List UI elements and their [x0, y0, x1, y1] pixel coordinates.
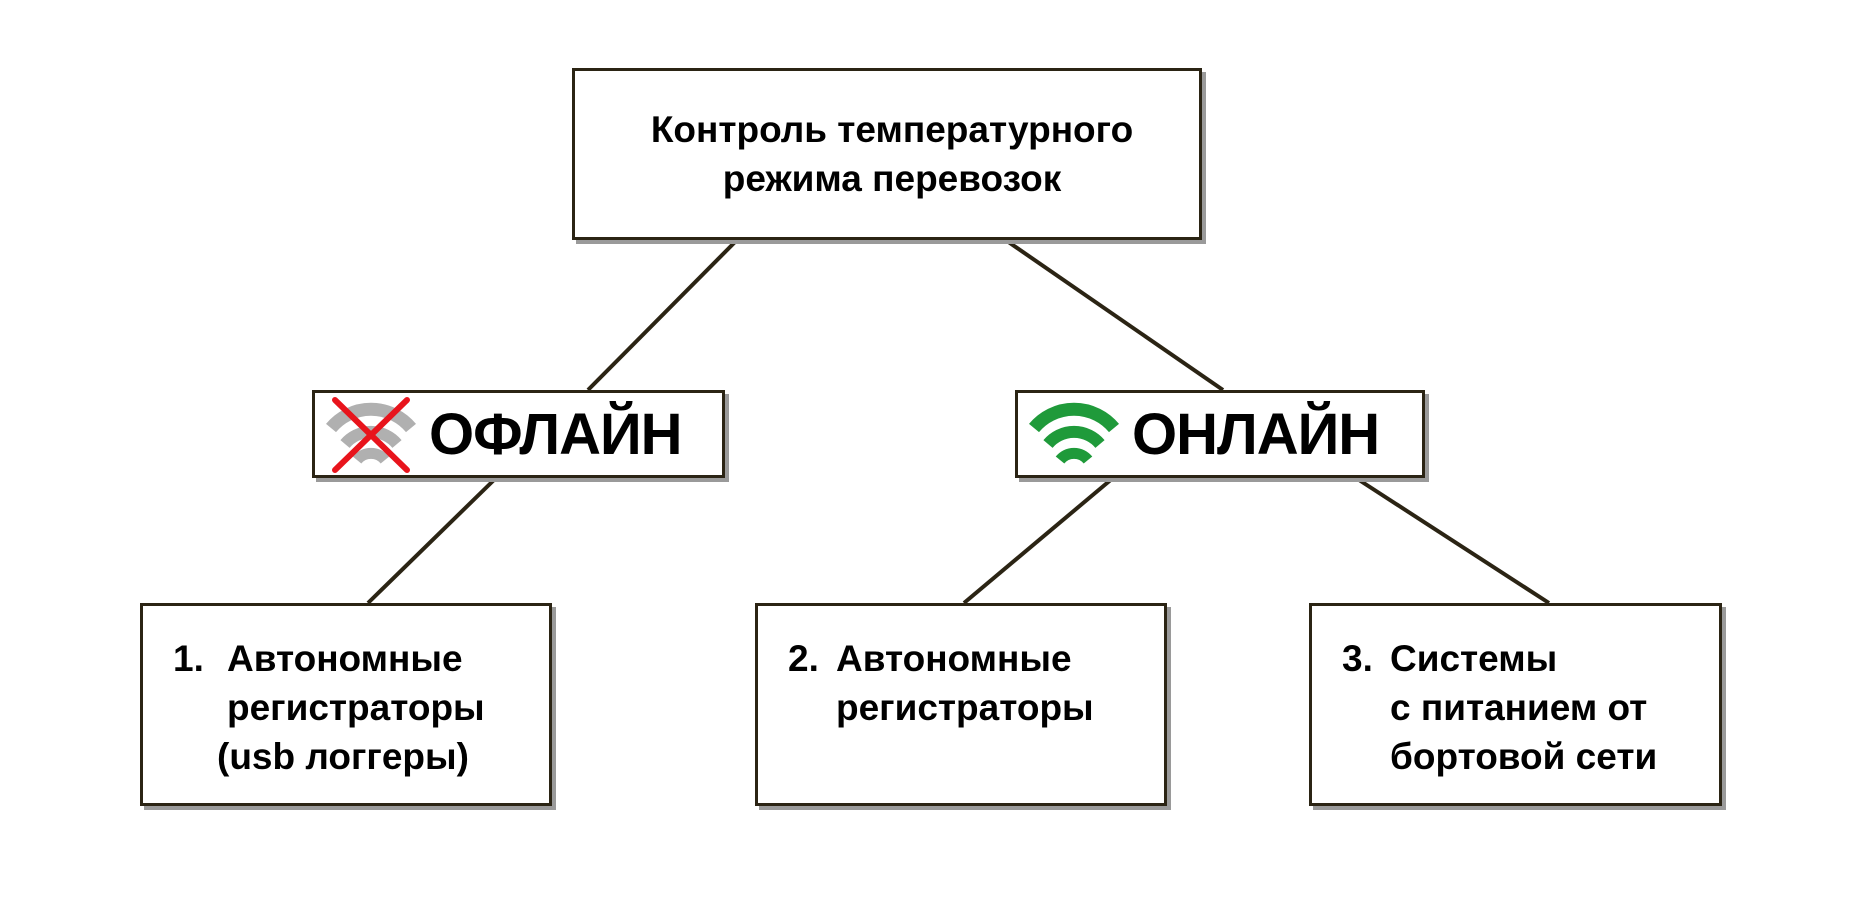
- connector-online-leaf3: [1354, 476, 1551, 605]
- leaf-text: регистраторы: [836, 687, 1094, 728]
- leaf-text: с питанием от: [1390, 687, 1648, 728]
- leaf-text: Автономные: [836, 638, 1072, 679]
- leaf-text: (usb логгеры): [217, 736, 469, 777]
- leaf-text: бортовой сети: [1390, 736, 1658, 777]
- connector-online-leaf2: [962, 476, 1115, 605]
- leaf-node-usb-loggers: 1. Автономные регистраторы (usb логгеры): [140, 603, 552, 806]
- connector-root-offline: [586, 239, 738, 392]
- offline-label: ОФЛАЙН: [429, 401, 683, 467]
- root-title-line1: Контроль температурного: [650, 109, 1134, 150]
- leaf-number: 1.: [173, 638, 204, 679]
- connector-offline-leaf1: [366, 476, 498, 605]
- leaf-node-autonomous-online: 2. Автономные регистраторы: [755, 603, 1167, 806]
- root-title-line2: режима перевозок: [722, 158, 1062, 199]
- online-node: ОНЛАЙН: [1015, 390, 1425, 478]
- leaf-text: Автономные: [227, 638, 463, 679]
- connector-root-online: [1005, 239, 1225, 392]
- leaf-text: регистраторы: [227, 687, 485, 728]
- wifi-icon: [1029, 402, 1119, 464]
- leaf-number: 2.: [788, 638, 819, 679]
- offline-node: ОФЛАЙН: [312, 390, 725, 478]
- online-label: ОНЛАЙН: [1132, 401, 1380, 467]
- leaf-number: 3.: [1342, 638, 1373, 679]
- leaf-text: Системы: [1390, 638, 1558, 679]
- root-node: Контроль температурного режима перевозок: [572, 68, 1202, 240]
- leaf-node-onboard-systems: 3. Системы с питанием от бортовой сети: [1309, 603, 1722, 806]
- wifi-crossed-icon: [326, 397, 416, 473]
